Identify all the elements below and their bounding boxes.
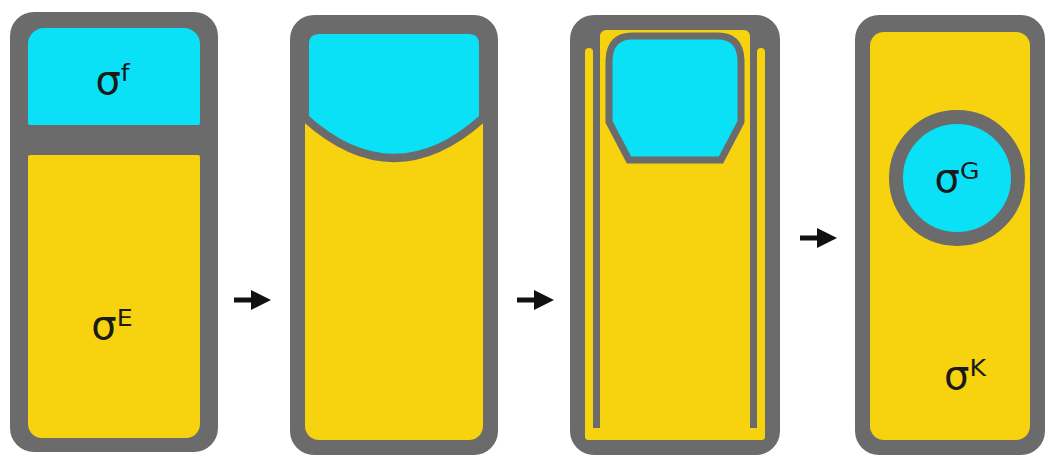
mother-cell [600,30,750,436]
step-arrow [517,298,545,303]
mother-cell [305,30,483,440]
cell-wall [10,12,218,452]
sigma-factor-label: σᴷ [944,355,986,395]
cell-wall [855,15,1045,455]
step-arrow [800,236,828,241]
step-arrow [234,298,262,303]
forespore [305,30,483,158]
cell-wall [570,15,780,455]
sigma-factor-label: σᴳ [935,158,980,198]
sigma-factor-label: σᴱ [91,305,132,345]
forespore [609,36,741,160]
mother-cell: σᴷ σᴳ [870,32,1030,440]
mother-cell-compartment: σᴱ [28,155,200,438]
mother-cell-rim [757,48,765,440]
cell-wall [290,15,498,455]
mother-cell-rim [585,48,593,440]
forespore-compartment: σᶠ [28,28,200,125]
engulfed-forespore: σᴳ [889,110,1025,246]
sigma-factor-label: σᶠ [95,60,132,100]
